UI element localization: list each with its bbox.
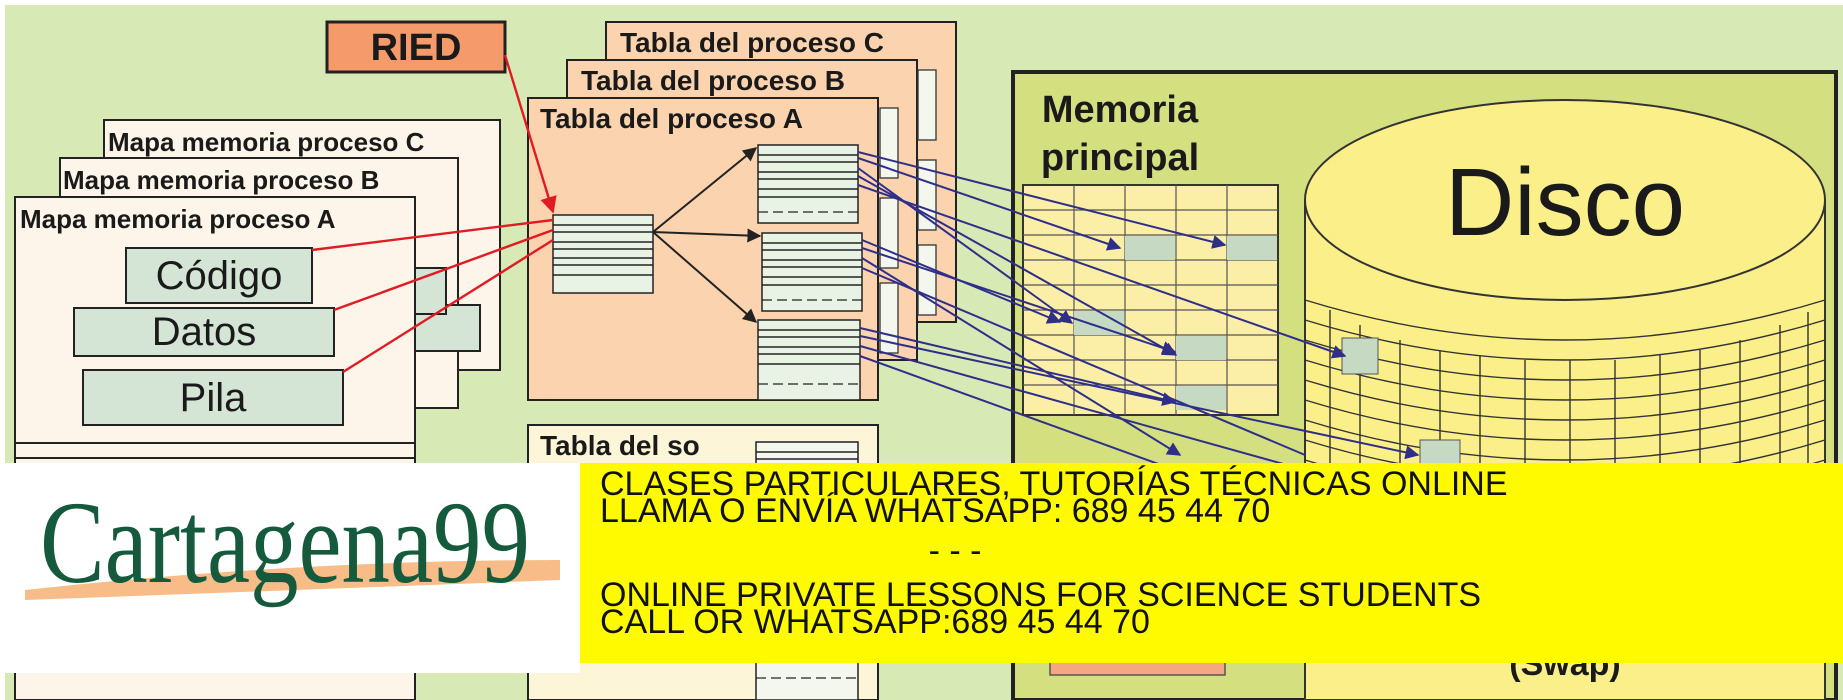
process-table-c-label: Tabla del proceso C — [620, 27, 884, 58]
page-table-2 — [761, 232, 863, 312]
main-memory-used-frames — [1074, 236, 1277, 410]
process-table-b-label: Tabla del proceso B — [581, 65, 845, 96]
ad-line-4: CALL OR WHATSAPP:689 45 44 70 — [600, 603, 1150, 641]
disk-label: Disco — [1445, 149, 1685, 256]
logo: Cartagena99 — [40, 477, 530, 608]
memory-map-b-label: Mapa memoria proceso B — [63, 165, 379, 195]
ad-banner[interactable] — [580, 463, 1843, 663]
segment-data — [73, 307, 335, 357]
os-table-label: Tabla del so — [540, 430, 700, 461]
page-table-1 — [757, 144, 859, 224]
ried-label: RIED — [371, 27, 462, 69]
main-memory-label-2: principal — [1041, 137, 1199, 179]
main-memory-label-1: Memoria — [1042, 89, 1199, 131]
process-table-a-label: Tabla del proceso A — [540, 103, 803, 134]
red-arrows — [311, 54, 557, 374]
page-table-3 — [757, 319, 861, 401]
disk-used-block — [1341, 337, 1379, 375]
disk-top — [1304, 99, 1826, 301]
ad-line-1: CLASES PARTICULARES, TUTORÍAS TÉCNICAS O… — [600, 465, 1508, 503]
black-arrows — [652, 147, 762, 323]
ad-separator: - - - — [929, 532, 982, 570]
segment-stack — [82, 369, 344, 426]
logo-swoosh — [25, 560, 560, 600]
segment-data-label: Datos — [152, 310, 257, 354]
ad-line-3: ONLINE PRIVATE LESSONS FOR SCIENCE STUDE… — [600, 576, 1481, 614]
memory-map-a-label: Mapa memoria proceso A — [20, 204, 336, 234]
memory-map-c-label: Mapa memoria proceso C — [108, 127, 425, 157]
blue-arrows — [857, 151, 1420, 471]
segment-code-label: Código — [156, 254, 283, 298]
segment-code — [125, 247, 313, 304]
ad-line-2: LLAMA O ENVÍA WHATSAPP: 689 45 44 70 — [600, 492, 1270, 530]
segment-table — [552, 214, 654, 294]
ried-register — [325, 20, 507, 74]
segment-stack-label: Pila — [180, 376, 247, 420]
